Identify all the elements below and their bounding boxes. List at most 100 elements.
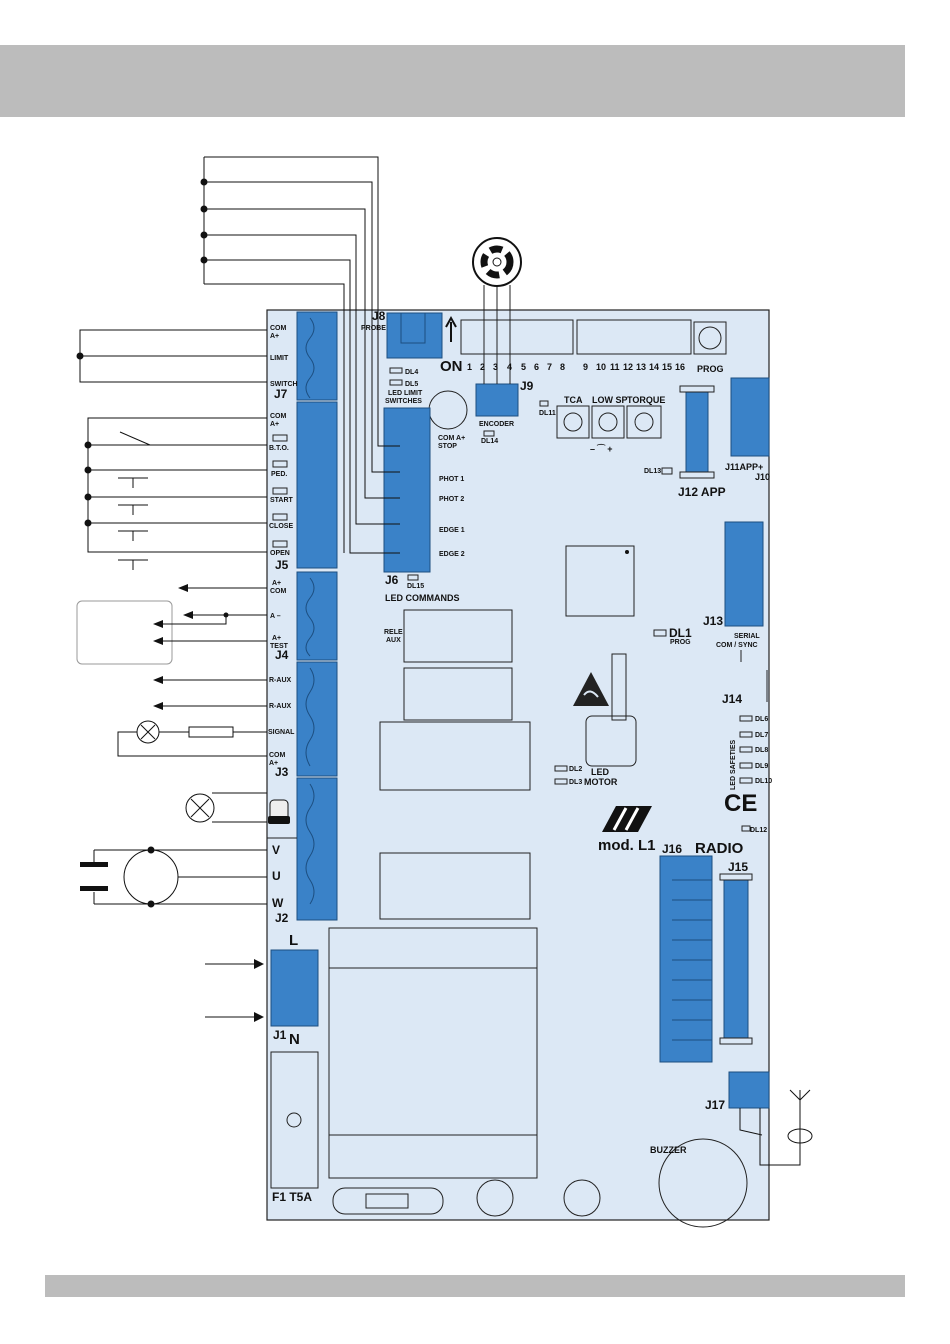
transformer: [328, 927, 538, 1179]
svg-text:5: 5: [521, 362, 526, 372]
control-board: [266, 309, 770, 1221]
svg-text:2: 2: [480, 362, 485, 372]
j1-l: L: [289, 932, 298, 949]
relay-3: [379, 721, 531, 791]
j3-label: J3: [275, 765, 289, 779]
svg-text:1: 1: [467, 362, 472, 372]
trimmer-scale: – ⁀ +: [590, 442, 613, 454]
antenna-icon: [787, 1128, 813, 1144]
j5-close: CLOSE: [269, 523, 293, 530]
connector-j17: [728, 1071, 770, 1109]
svg-text:12: 12: [623, 362, 633, 372]
relay-aux: [403, 609, 513, 663]
j4-label: J4: [275, 648, 289, 662]
motor-icon: [123, 849, 179, 905]
j4-test: A+TEST: [270, 635, 289, 650]
j3-raux-2: R-AUX: [269, 703, 291, 710]
dip-switch-1-8: [460, 319, 574, 355]
terminal-block-j3: [296, 661, 338, 777]
dl5-label: DL5: [405, 381, 418, 388]
footer-bar: [45, 1275, 905, 1297]
j8-label: J8: [372, 309, 386, 323]
terminal-block-j1: [270, 949, 319, 1027]
dl11-label: DL11: [539, 410, 556, 417]
dl13-label: DL13: [644, 468, 661, 475]
motor-driver: [585, 715, 637, 767]
j10-label: J10: [755, 472, 770, 482]
accessory-box: [76, 600, 173, 665]
j2-u: U: [272, 869, 281, 883]
dl1-sub: PROG: [670, 639, 691, 646]
j5-open: OPEN: [270, 550, 290, 557]
j1-n: N: [289, 1031, 300, 1048]
j2-label: J2: [275, 911, 289, 925]
low-sp-label: LOW SP: [592, 395, 628, 405]
j12-label: J12 APP: [678, 485, 726, 499]
torque-label: TORQUE: [627, 395, 665, 405]
j5-label: J5: [275, 558, 289, 572]
dl10-label: DL10: [755, 778, 772, 785]
j6-edge1: EDGE 1: [439, 527, 465, 534]
j5-bto: B.T.O.: [269, 445, 289, 452]
terminal-block-j7: [296, 311, 338, 401]
j4-a-com: A+COM: [270, 580, 287, 595]
svg-text:6: 6: [534, 362, 539, 372]
dl3-label: DL3: [569, 779, 582, 786]
buzzer: [658, 1138, 748, 1228]
capacitor-icon: [80, 862, 108, 891]
terminal-block-j4: [296, 571, 338, 661]
j6-edge2: EDGE 2: [439, 551, 465, 558]
j2-w: W: [272, 896, 284, 910]
connector-j13: [724, 521, 764, 627]
dip-switch-9-16: [576, 319, 692, 355]
terminal-block-j6: [383, 407, 431, 573]
microcontroller: [565, 545, 635, 617]
j3-raux-1: R-AUX: [269, 677, 291, 684]
j11-label: J11APP+: [725, 462, 763, 472]
j6-label: J6: [385, 573, 399, 587]
svg-text:9: 9: [583, 362, 588, 372]
connector-j16-radio: [659, 855, 713, 1063]
j7-limit: LIMIT: [270, 355, 289, 362]
dl8-label: DL8: [755, 747, 768, 754]
connector-j9: [475, 383, 519, 417]
ce-mark: CE: [724, 790, 757, 817]
j7-label: J7: [274, 387, 288, 401]
svg-text:14: 14: [649, 362, 659, 372]
j1-label: J1: [273, 1028, 287, 1042]
prog-label: PROG: [697, 364, 724, 374]
svg-text:4: 4: [507, 362, 512, 372]
radio-label: RADIO: [695, 840, 744, 857]
j4-a-minus: A –: [270, 613, 281, 620]
j6-stop: COM A+STOP: [438, 435, 465, 450]
svg-text:3: 3: [493, 362, 498, 372]
dl4-label: DL4: [405, 369, 418, 376]
led-commands-label: LED COMMANDS: [385, 593, 460, 603]
prog-button: [693, 321, 727, 355]
connector-j11: [730, 377, 770, 457]
svg-text:11: 11: [610, 362, 620, 372]
j7-switch: SWITCH: [270, 381, 298, 388]
terminal-block-j2: [296, 777, 338, 921]
svg-text:8: 8: [560, 362, 565, 372]
on-label: ON: [440, 358, 463, 375]
j15-label: J15: [728, 860, 748, 874]
j16-label: J16: [662, 842, 682, 856]
j9-label: J9: [520, 379, 534, 393]
esd-warning-icon: [573, 672, 609, 706]
svg-text:15: 15: [662, 362, 672, 372]
probe-label: PROBE: [361, 325, 386, 332]
terminal-block-j5: [296, 401, 338, 569]
dl15-label: DL15: [407, 583, 424, 590]
j2-v: V: [272, 843, 280, 857]
j5-ped: PED.: [271, 471, 287, 478]
svg-text:10: 10: [596, 362, 606, 372]
j5-start: START: [270, 497, 294, 504]
fuse-holder: [270, 1051, 319, 1189]
